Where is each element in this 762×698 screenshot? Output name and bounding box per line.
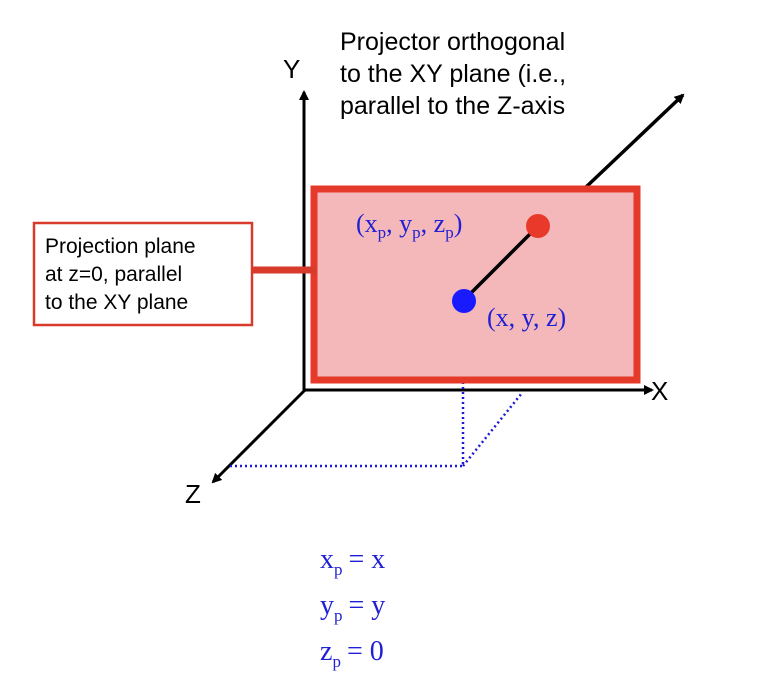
projector-note-line2: to the XY plane (i.e.,	[340, 60, 566, 88]
equation-yp: yp= y	[320, 590, 385, 625]
z-axis-label: Z	[185, 479, 201, 509]
projected-point-label: (xp, yp, zp)	[356, 209, 462, 242]
plane-callout-line2: at z=0, parallel	[45, 263, 182, 286]
original-point	[452, 289, 476, 313]
equation-xp: xp= x	[320, 544, 385, 579]
plane-callout-line1: Projection plane	[45, 235, 196, 258]
projected-point	[526, 214, 550, 238]
plane-callout-line3: to the XY plane	[45, 291, 188, 314]
projector-note-line3: parallel to the Z-axis	[340, 92, 565, 120]
x-axis-label: X	[651, 376, 668, 406]
projection-plane	[310, 185, 641, 384]
original-point-label: (x, y, z)	[487, 303, 566, 332]
projection-segment	[462, 224, 540, 302]
dotted-guide-diagonal	[462, 392, 523, 467]
projector-note-line1: Projector orthogonal	[340, 28, 565, 56]
plane-callout-box	[32, 221, 254, 327]
z-axis	[211, 388, 307, 484]
dotted-guide	[229, 302, 465, 468]
equation-zp: zp= 0	[320, 636, 384, 671]
projector-arrow	[583, 93, 685, 190]
y-axis-label: Y	[283, 54, 300, 84]
